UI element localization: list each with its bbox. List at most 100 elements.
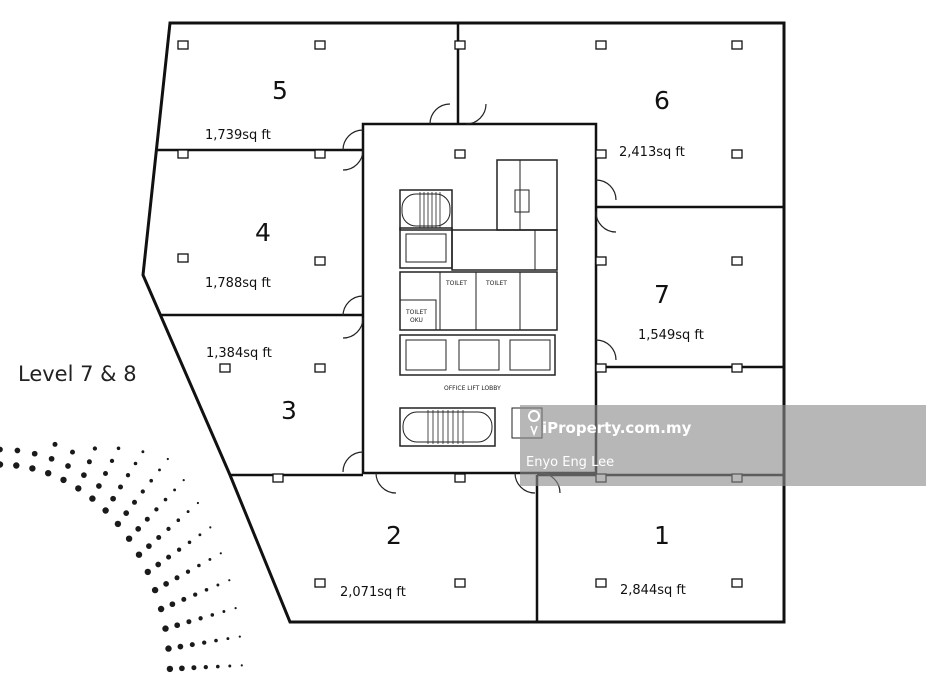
arc-dot <box>185 569 191 574</box>
toilet-label-left: TOILET <box>445 280 467 287</box>
arc-dot <box>31 450 38 457</box>
unit-number-7: 7 <box>654 280 670 309</box>
column-marker <box>219 363 231 373</box>
unit-area-4: 1,788sq ft <box>205 276 271 291</box>
arc-dot <box>226 637 230 641</box>
arc-dot <box>116 446 121 451</box>
column-marker <box>177 253 189 263</box>
unit-area-3: 1,384sq ft <box>206 346 272 361</box>
unit-number-2: 2 <box>386 521 402 550</box>
decorative-dot-arc <box>0 441 243 673</box>
arc-dot <box>132 499 137 505</box>
arc-dot <box>141 450 145 454</box>
column-marker <box>731 256 743 266</box>
column-marker <box>595 256 607 266</box>
arc-dot <box>186 619 192 625</box>
arc-dot <box>163 497 168 502</box>
arc-dot <box>149 478 153 483</box>
arc-dot <box>162 625 169 632</box>
arc-dot <box>174 575 180 581</box>
toilet-oku-label-line1: TOILET <box>405 309 427 316</box>
building-outline <box>141 21 786 624</box>
arc-dot <box>202 640 207 645</box>
arc-dot <box>197 563 201 568</box>
unit-area-5: 1,739sq ft <box>205 128 271 143</box>
arc-dot <box>60 476 67 484</box>
arc-dot <box>135 526 142 532</box>
watermark-agent: Enyo Eng Lee <box>526 455 614 470</box>
arc-dot <box>186 510 190 514</box>
arc-dot <box>133 461 138 466</box>
column-marker <box>177 40 189 50</box>
arc-dot <box>146 543 152 549</box>
unit-area-2: 2,071sq ft <box>340 585 406 600</box>
arc-dot <box>75 485 82 492</box>
arc-dot <box>151 586 159 594</box>
lift-bank <box>399 334 556 376</box>
unit-number-6: 6 <box>654 86 670 115</box>
arc-dot <box>216 664 220 669</box>
arc-dot <box>140 489 145 494</box>
arc-dot <box>110 495 116 502</box>
arc-dot <box>166 526 171 532</box>
arc-dot <box>125 535 133 542</box>
arc-dot <box>228 664 232 668</box>
column-marker <box>177 149 189 159</box>
unit-number-3: 3 <box>281 396 297 425</box>
arc-dot <box>157 605 165 613</box>
column-marker <box>314 40 326 50</box>
arc-dot <box>125 473 131 478</box>
arc-dot <box>193 592 198 597</box>
arc-dot <box>48 455 55 462</box>
arc-dot <box>0 446 3 453</box>
arc-dot <box>65 463 71 469</box>
arc-dot <box>214 638 218 643</box>
level-label: Level 7 & 8 <box>18 362 137 386</box>
arc-dot <box>13 462 20 469</box>
column-marker <box>454 40 466 50</box>
unit-number-4: 4 <box>255 218 271 247</box>
arc-dot <box>81 472 87 478</box>
arc-dot <box>14 447 21 454</box>
unit-area-7: 1,549sq ft <box>638 328 704 343</box>
column-marker <box>731 40 743 50</box>
arc-dot <box>196 501 199 505</box>
arc-dot <box>238 635 241 638</box>
arc-dot <box>158 468 161 472</box>
arc-dot <box>216 583 220 587</box>
arc-dot <box>70 449 75 455</box>
arc-dot <box>219 552 222 555</box>
arc-dot <box>156 535 162 540</box>
arc-dot <box>228 579 231 582</box>
column-marker <box>454 149 466 159</box>
arc-dot <box>203 664 208 670</box>
arc-dot <box>52 441 58 447</box>
watermark: iProperty.com.my Enyo Eng Lee <box>520 405 926 486</box>
arc-dot <box>96 483 102 489</box>
arc-dot <box>191 665 197 671</box>
column-marker <box>731 578 743 588</box>
arc-dot <box>86 459 92 465</box>
arc-dot <box>45 470 52 477</box>
arc-dot <box>154 507 159 512</box>
arc-dot <box>92 446 98 451</box>
arc-dot <box>114 520 122 528</box>
arc-dot <box>210 613 215 617</box>
stair-south <box>399 407 496 447</box>
arc-dot <box>187 540 192 545</box>
column-marker <box>731 149 743 159</box>
toilet-label-right: TOILET <box>485 280 507 287</box>
column-marker <box>595 363 607 373</box>
arc-dot <box>198 616 203 621</box>
arc-dot <box>123 510 130 516</box>
arc-dot <box>166 554 172 560</box>
arc-dot <box>169 601 176 608</box>
stair-north <box>399 189 453 231</box>
arc-dot <box>240 664 243 667</box>
arc-dot <box>208 557 212 561</box>
column-marker <box>314 363 326 373</box>
arc-dot <box>222 610 226 613</box>
location-pin-icon <box>528 410 540 437</box>
arc-dot <box>176 518 181 522</box>
